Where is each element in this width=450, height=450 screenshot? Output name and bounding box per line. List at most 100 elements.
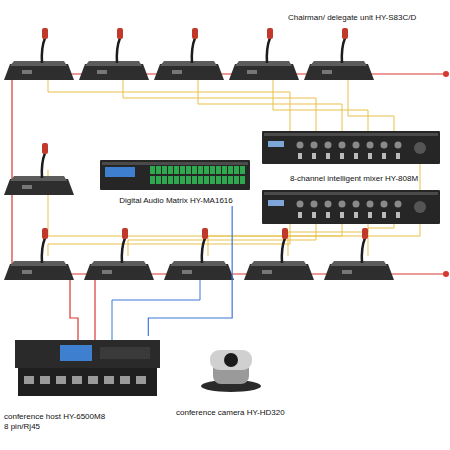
audio-wire (420, 164, 421, 190)
terminal-block (168, 166, 173, 174)
master-knob (414, 142, 426, 154)
terminal-block (234, 176, 239, 184)
rack-trim (264, 192, 438, 195)
gooseneck (122, 238, 125, 263)
mic-head (192, 28, 198, 39)
terminal-block (150, 166, 155, 174)
rack-trim (264, 133, 438, 136)
mic-head (117, 28, 123, 39)
knob (381, 201, 388, 208)
knob (311, 142, 318, 149)
rack-body (100, 160, 250, 190)
unit-top (85, 61, 142, 66)
rack-body (262, 131, 440, 164)
camera-lens (224, 353, 238, 367)
unit-label: Chairman/ delegate unit HY-S83C/D (288, 13, 416, 23)
host-lower (18, 368, 157, 396)
host-panel (100, 347, 150, 359)
rack-body (262, 190, 440, 224)
audio-wire (123, 80, 316, 131)
terminal-block (156, 166, 161, 174)
fader (298, 153, 302, 159)
delegate-unit (304, 28, 374, 80)
terminal-block (240, 176, 245, 184)
unit-button (97, 70, 107, 74)
knob (297, 201, 304, 208)
fader (298, 212, 302, 218)
fader (326, 153, 330, 159)
fader (368, 212, 372, 218)
delegate-unit (244, 228, 314, 280)
port (40, 376, 50, 384)
host-screen (60, 345, 92, 361)
port (88, 376, 98, 384)
unit-button (322, 70, 332, 74)
unit-base (244, 264, 314, 280)
terminal-block (156, 176, 161, 184)
mic-head (202, 228, 208, 239)
delegate-unit (164, 228, 234, 280)
unit-base (304, 64, 374, 80)
chain-wire (12, 73, 446, 74)
terminal-block (216, 176, 221, 184)
signal-wire (112, 280, 200, 342)
terminal-block (216, 166, 221, 174)
terminal-block (174, 166, 179, 174)
device-node: conference camera HY-HD320 (176, 340, 316, 418)
audio-wire (48, 80, 290, 131)
wire-group (12, 71, 449, 342)
fader (368, 153, 372, 159)
gooseneck (117, 38, 120, 63)
terminal-block (240, 166, 245, 174)
knob (325, 142, 332, 149)
unit-base (4, 179, 74, 195)
terminal-block (198, 176, 203, 184)
audio-wire (368, 224, 394, 256)
fader (340, 153, 344, 159)
terminal-block (180, 166, 185, 174)
knob (395, 201, 402, 208)
terminal-block (210, 176, 215, 184)
mic-head (42, 228, 48, 239)
unit-base (4, 64, 74, 80)
terminal-block (198, 166, 203, 174)
fader (354, 212, 358, 218)
mic-head (122, 228, 128, 239)
unit-button (342, 270, 352, 274)
terminal-block (192, 176, 197, 184)
fader (312, 212, 316, 218)
gooseneck (282, 238, 285, 263)
unit-base (229, 64, 299, 80)
port (72, 376, 82, 384)
knob (339, 142, 346, 149)
display (268, 141, 284, 147)
gooseneck (342, 38, 345, 63)
display (105, 167, 135, 177)
delegate-unit (4, 143, 74, 195)
unit-top (250, 261, 307, 266)
delegate-unit (79, 28, 149, 80)
port (120, 376, 130, 384)
display (268, 200, 284, 206)
gooseneck (42, 238, 45, 263)
mic-head (267, 28, 273, 39)
terminal-block (222, 166, 227, 174)
device-node: 8-channel intelligent mixer HY-808M (260, 126, 448, 184)
unit-base (164, 264, 234, 280)
audio-wire (348, 80, 394, 131)
unit-button (247, 70, 257, 74)
fader (354, 153, 358, 159)
gooseneck (42, 38, 45, 63)
audio-wire (288, 224, 368, 256)
device-caption: conference host HY-6500M8 (4, 412, 168, 422)
terminal-block (228, 176, 233, 184)
chain-wire (11, 74, 12, 274)
knob (353, 142, 360, 149)
knob (367, 201, 374, 208)
knob (339, 201, 346, 208)
terminal-block (210, 166, 215, 174)
delegate-unit (324, 228, 394, 280)
unit-top (235, 61, 292, 66)
